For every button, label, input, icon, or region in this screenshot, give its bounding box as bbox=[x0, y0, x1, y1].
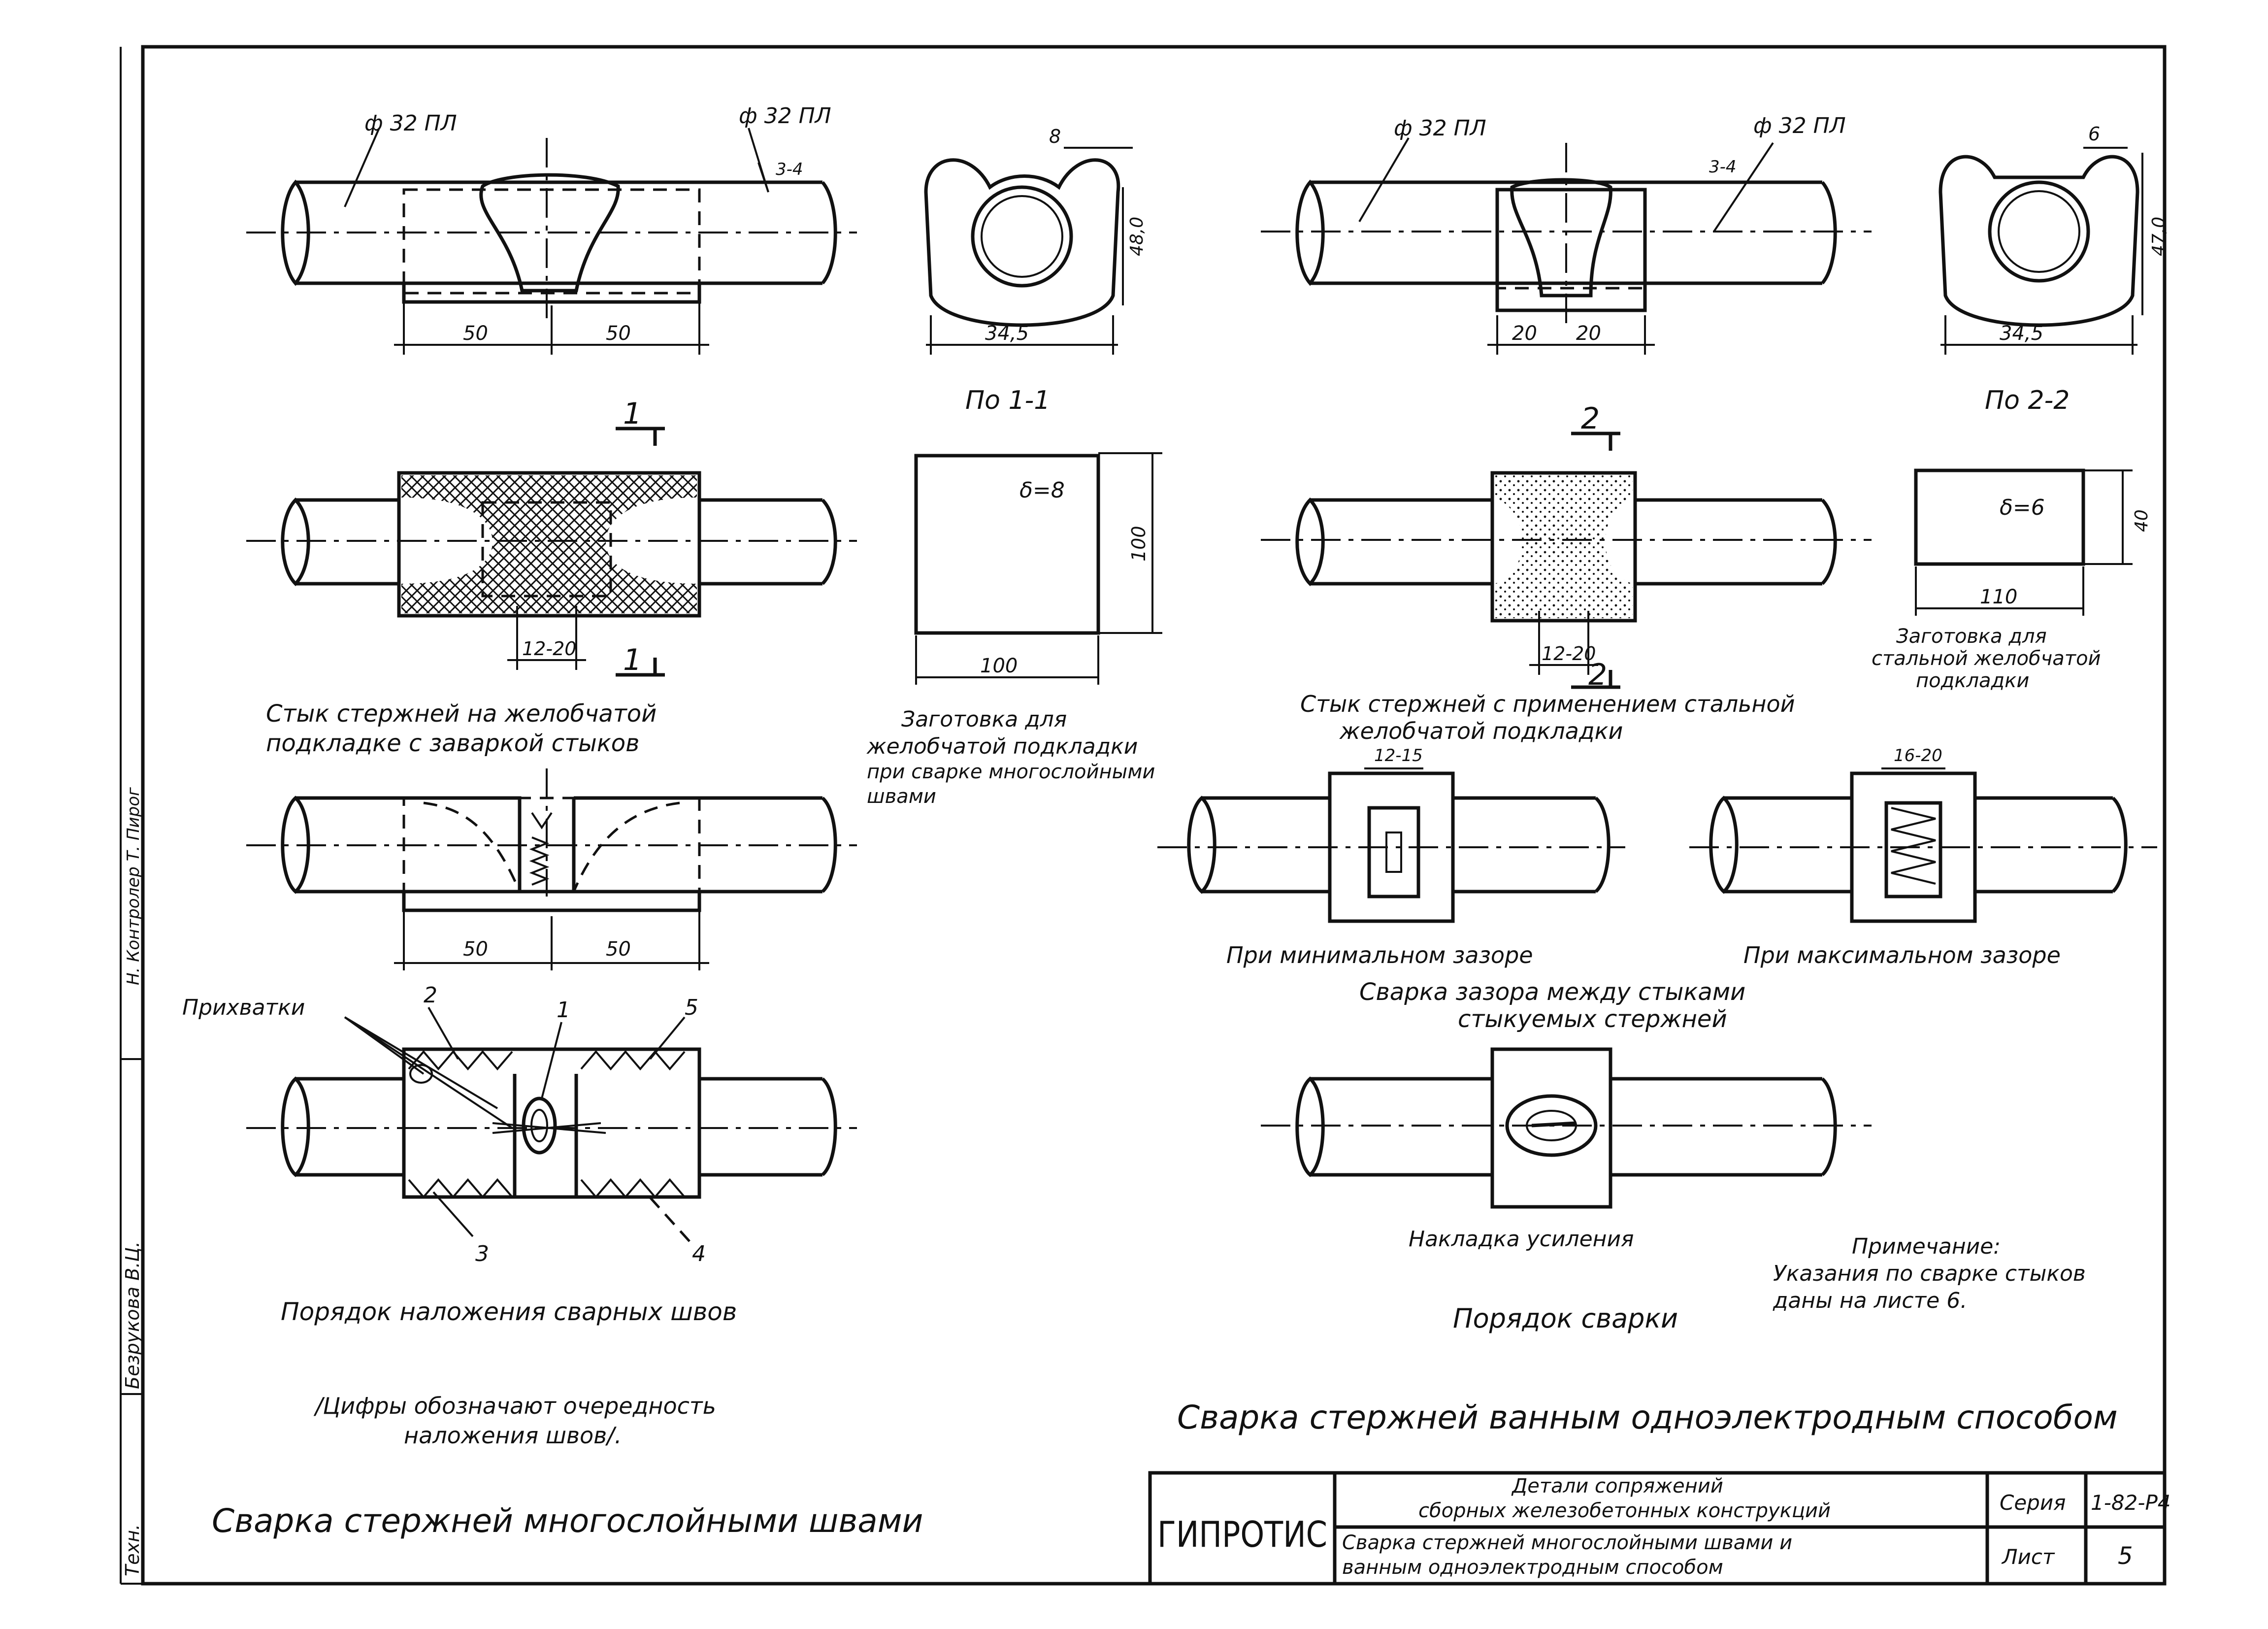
overlay-caption: Накладка усиления bbox=[1409, 1227, 1634, 1252]
gap-caption-l2: стыкуемых стержней bbox=[1458, 1005, 1727, 1033]
note-digits-2: наложения швов/. bbox=[404, 1422, 622, 1449]
sec1-dim-bottom: 34,5 bbox=[985, 322, 1029, 345]
sec2-dim-top: 6 bbox=[2088, 123, 2100, 145]
gap-caption-l1: Сварка зазора между стыками bbox=[1359, 978, 1745, 1006]
left-fig3-joint: 50 50 bbox=[246, 768, 857, 970]
right-caption2-l1: Стык стержней с применением стальной bbox=[1300, 691, 1795, 717]
list-value: 5 bbox=[2118, 1542, 2133, 1570]
right-fig1-joint: ф 32 ПЛ ф 32 ПЛ 3-4 20 20 bbox=[1261, 113, 1872, 355]
left-dim-gap: 12-20 bbox=[522, 638, 576, 660]
min-gap-figure: 12-15 При минимальном зазоре bbox=[1157, 746, 1625, 968]
right-mark-2-top: 2 bbox=[1581, 401, 1600, 436]
right-dim-gap: 12-20 bbox=[1542, 643, 1596, 665]
left-blank-cap1: Заготовка для bbox=[901, 707, 1067, 732]
tacks-label: Прихватки bbox=[182, 995, 305, 1020]
left-dim-50-b: 50 bbox=[606, 322, 631, 345]
right-blank-cap1: Заготовка для bbox=[1896, 625, 2047, 648]
left-gap-dim: 3-4 bbox=[776, 160, 803, 179]
order-n2: 2 bbox=[424, 983, 437, 1008]
right-section-2-2: 6 47,0 34,5 По 2-2 bbox=[1939, 123, 2169, 415]
sec2-caption: По 2-2 bbox=[1985, 386, 2070, 415]
right-blank-plate: δ=6 40 110 Заготовка для стальной желобч… bbox=[1872, 468, 2152, 692]
left-caption2-l1: Стык стержней на желобчатой bbox=[266, 700, 657, 728]
right-phi-right: ф 32 ПЛ bbox=[1753, 113, 1846, 138]
left-mark-1-top: 1 bbox=[623, 397, 642, 431]
org-name: ГИПРОТИС bbox=[1157, 1514, 1327, 1555]
max-gap-figure: 16-20 При максимальном зазоре bbox=[1689, 746, 2157, 968]
left-fig3-dim-a: 50 bbox=[463, 938, 488, 961]
right-blank-w: 110 bbox=[1980, 586, 2017, 608]
right-blank-delta: δ=6 bbox=[2000, 495, 2045, 520]
right-gap-dim: 3-4 bbox=[1709, 157, 1737, 177]
left-blank-cap3: при сварке многослойными bbox=[867, 761, 1155, 783]
note-digits-1: /Цифры обозначают очередность bbox=[313, 1393, 716, 1419]
side-text: Н. Контролер Т. Пирог bbox=[124, 787, 143, 985]
right-phi-left: ф 32 ПЛ bbox=[1394, 116, 1486, 141]
order-caption: Порядок сварки bbox=[1453, 1303, 1678, 1334]
left-caption2-l2: подкладке с заваркой стыков bbox=[266, 730, 639, 757]
left-section-1-1: 8 48,0 34,5 По 1-1 bbox=[924, 126, 1147, 415]
sec1-caption: По 1-1 bbox=[965, 386, 1050, 415]
left-mark-1-bottom: 1 bbox=[623, 643, 642, 677]
overlay-figure: Накладка усиления bbox=[1261, 1047, 1872, 1252]
left-blank-plate: δ=8 100 100 Заготовка для желобчатой под… bbox=[866, 452, 1162, 808]
sec1-dim-top: 8 bbox=[1049, 126, 1061, 147]
side-strip: Техн. Безрукова В.Ц. Н. Контролер Т. Пир… bbox=[122, 787, 143, 1576]
left-dim-50-a: 50 bbox=[463, 322, 488, 345]
right-mark-2-bottom: 2 bbox=[1588, 658, 1607, 692]
right-blank-h: 40 bbox=[2132, 509, 2152, 532]
left-fig3-dim-b: 50 bbox=[606, 938, 631, 961]
sheet-title-line1: Сварка стержней многослойными швами и bbox=[1342, 1531, 1792, 1554]
max-gap-caption: При максимальном зазоре bbox=[1743, 942, 2061, 968]
header-line2: сборных железобетонных конструкций bbox=[1418, 1499, 1831, 1522]
left-blank-cap4: швами bbox=[867, 785, 936, 808]
left-fig2-plan: 1 1 12-20 Стык стержней на желобчатой по… bbox=[246, 397, 857, 757]
sec2-dim-bottom: 34,5 bbox=[2000, 322, 2043, 345]
left-blank-w: 100 bbox=[980, 655, 1018, 677]
right-caption2-l2: желобчатой подкладки bbox=[1339, 718, 1623, 744]
side-author: Безрукова В.Ц. bbox=[122, 1241, 143, 1389]
left-phi-left: ф 32 ПЛ bbox=[364, 111, 457, 136]
sec1-dim-h: 48,0 bbox=[1127, 217, 1147, 256]
note-title: Примечание: bbox=[1852, 1234, 2001, 1259]
note-line2: даны на листе 6. bbox=[1773, 1288, 1967, 1313]
header-line1: Детали сопряжений bbox=[1511, 1475, 1723, 1497]
order-n5: 5 bbox=[685, 995, 698, 1020]
note-line1: Указания по сварке стыков bbox=[1773, 1261, 2086, 1286]
order-n1: 1 bbox=[557, 997, 570, 1023]
side-role: Техн. bbox=[122, 1524, 143, 1576]
left-blank-cap2: желобчатой подкладки bbox=[866, 734, 1138, 759]
sheet-title-line2: ванным одноэлектродным способом bbox=[1342, 1556, 1723, 1579]
left-blank-delta: δ=8 bbox=[1019, 478, 1065, 503]
sheet-frame bbox=[120, 45, 2167, 1586]
order-n4: 4 bbox=[692, 1241, 706, 1266]
list-label: Лист bbox=[2001, 1545, 2055, 1569]
max-gap-dim: 16-20 bbox=[1894, 746, 1942, 765]
min-gap-caption: При минимальном зазоре bbox=[1226, 942, 1533, 968]
right-fig2-plan: 2 2 12-20 Стык стержней с применением ст… bbox=[1261, 401, 1872, 744]
right-blank-cap2: стальной желобчатой bbox=[1872, 647, 2101, 670]
title-block: ГИПРОТИС Детали сопряжений сборных желез… bbox=[1148, 1471, 2171, 1586]
left-title: Сварка стержней многослойными швами bbox=[212, 1502, 923, 1540]
left-blank-h: 100 bbox=[1128, 526, 1150, 562]
left-caption4: Порядок наложения сварных швов bbox=[281, 1297, 737, 1326]
seria-value: 1-82-Р4 bbox=[2091, 1491, 2171, 1515]
left-fig4-weld-order: Прихватки 1 2 3 4 5 Порядок наложения св… bbox=[182, 983, 857, 1449]
left-phi-right: ф 32 ПЛ bbox=[739, 103, 831, 129]
sec2-dim-h: 47,0 bbox=[2149, 217, 2169, 256]
right-title: Сварка стержней ванным одноэлектродным с… bbox=[1177, 1398, 2118, 1436]
min-gap-dim: 12-15 bbox=[1374, 746, 1423, 765]
right-dim-20-b: 20 bbox=[1576, 322, 1601, 345]
order-n3: 3 bbox=[475, 1241, 489, 1266]
right-blank-cap3: подкладки bbox=[1916, 669, 2029, 692]
seria-label: Серия bbox=[2000, 1491, 2066, 1515]
left-fig1-joint: ф 32 ПЛ ф 32 ПЛ 3-4 50 50 bbox=[246, 103, 857, 355]
right-dim-20-a: 20 bbox=[1512, 322, 1537, 345]
